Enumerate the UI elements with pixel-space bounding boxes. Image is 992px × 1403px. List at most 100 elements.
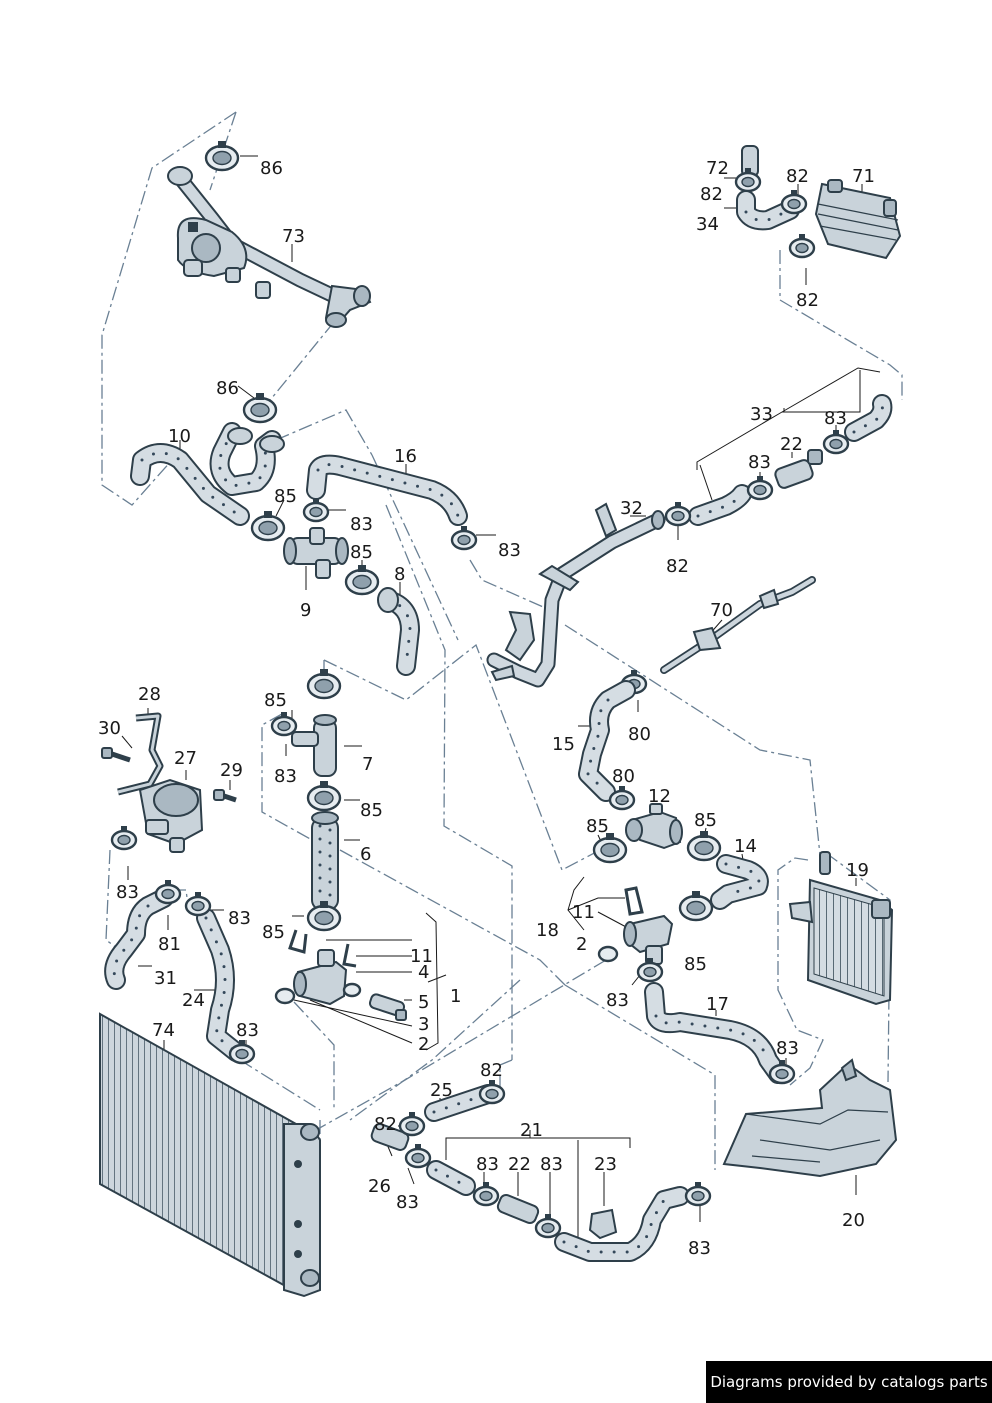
callout-26: 26 <box>368 1176 391 1197</box>
hose-8 <box>377 587 420 676</box>
clamp-83-21a <box>472 1180 500 1207</box>
connector-26 <box>370 1123 410 1151</box>
callout-83-k: 83 <box>396 1192 419 1213</box>
callout-83-g: 83 <box>228 908 251 929</box>
hose-10 <box>130 422 285 526</box>
callout-22-lower: 22 <box>508 1154 531 1175</box>
clamp-82-32 <box>664 500 692 527</box>
clamp-83-21b <box>534 1212 562 1239</box>
callout-11-right: 11 <box>572 902 595 923</box>
bracket-28 <box>117 712 164 796</box>
t-piece-1 <box>293 949 348 1006</box>
callout-85-a: 85 <box>274 486 297 507</box>
callout-83-j: 83 <box>776 1038 799 1059</box>
radiator-74 <box>99 1012 321 1298</box>
callout-83-b: 83 <box>498 540 521 561</box>
t-piece-7 <box>291 714 337 777</box>
callout-83-a: 83 <box>350 514 373 535</box>
callout-8: 8 <box>394 564 405 585</box>
seal-2-left <box>274 987 296 1005</box>
callout-83-f: 83 <box>116 882 139 903</box>
coolant-flange-73 <box>167 166 372 328</box>
callout-23: 23 <box>594 1154 617 1175</box>
callout-82-b: 82 <box>700 184 723 205</box>
hose-6 <box>311 811 339 911</box>
clamp-83-26 <box>404 1142 432 1169</box>
callout-83-h: 83 <box>236 1020 259 1041</box>
clamp-86-top <box>204 139 240 172</box>
callout-30: 30 <box>98 718 121 739</box>
clamp-85-upper-left <box>250 509 286 542</box>
callout-12: 12 <box>648 786 671 807</box>
sensor-5 <box>368 993 407 1021</box>
footer-credit: Diagrams provided by catalogs parts <box>706 1361 992 1403</box>
hose-33 <box>688 394 893 526</box>
clamp-82-26 <box>398 1110 426 1137</box>
seal-2-right <box>597 945 619 963</box>
oil-cooler-71 <box>814 179 902 260</box>
callout-83-m: 83 <box>540 1154 563 1175</box>
callout-29: 29 <box>220 760 243 781</box>
callout-73: 73 <box>282 226 305 247</box>
callout-4: 4 <box>418 962 429 983</box>
callout-2-left: 2 <box>418 1034 429 1055</box>
clamp-83-upper <box>302 496 330 523</box>
hose-34 <box>736 190 800 231</box>
callout-25: 25 <box>430 1080 453 1101</box>
leader-lines <box>121 155 881 1238</box>
clamp-85-center-mid <box>306 779 342 812</box>
hose-14 <box>710 854 769 910</box>
hose-16 <box>306 454 468 526</box>
callout-31: 31 <box>154 968 177 989</box>
clamp-82-71 <box>788 232 816 259</box>
callout-86-lower: 86 <box>216 378 239 399</box>
hose-21b <box>554 1186 690 1262</box>
bracket-11-left <box>288 929 357 968</box>
callout-82-c: 82 <box>796 290 819 311</box>
seal-4 <box>342 982 362 998</box>
clamp-83-21c <box>684 1180 712 1207</box>
callout-17: 17 <box>706 994 729 1015</box>
callout-83-e: 83 <box>274 766 297 787</box>
hose-17 <box>644 982 788 1084</box>
callout-85-c: 85 <box>694 810 717 831</box>
callout-28: 28 <box>138 684 161 705</box>
hose-15 <box>578 680 636 802</box>
callout-22-upper: 22 <box>780 434 803 455</box>
callout-34: 34 <box>696 214 719 235</box>
callout-9: 9 <box>300 600 311 621</box>
callout-82-f: 82 <box>374 1114 397 1135</box>
callout-82-e: 82 <box>480 1060 503 1081</box>
clamp-85-top-center <box>306 667 342 700</box>
connector-22-lower <box>496 1193 540 1225</box>
clamp-85-14 <box>678 889 714 922</box>
clamp-83-hose16 <box>450 524 478 551</box>
callout-80-b: 80 <box>612 766 635 787</box>
callout-72: 72 <box>706 158 729 179</box>
clamp-85-middle <box>344 563 380 596</box>
bracket-11-right <box>624 886 644 916</box>
callout-85-h: 85 <box>684 954 707 975</box>
callout-18: 18 <box>536 920 559 941</box>
callout-70: 70 <box>710 600 733 621</box>
bolt-30 <box>101 747 131 763</box>
pipe-70 <box>660 576 816 674</box>
callout-2-right: 2 <box>576 934 587 955</box>
t-piece-18 <box>623 914 674 965</box>
callout-24: 24 <box>182 990 205 1011</box>
callout-labels: 86 73 86 10 85 83 16 83 9 85 8 72 82 82 … <box>98 158 875 1259</box>
callout-19: 19 <box>846 860 869 881</box>
callout-11-left: 11 <box>410 946 433 967</box>
pipe-32 <box>486 502 666 688</box>
connector-12 <box>625 803 683 850</box>
callout-82-a: 82 <box>786 166 809 187</box>
callout-74: 74 <box>152 1020 175 1041</box>
clamp-86-lower <box>242 391 278 424</box>
callout-16: 16 <box>394 446 417 467</box>
callout-85-d: 85 <box>586 816 609 837</box>
callout-83-c: 83 <box>824 408 847 429</box>
callout-5: 5 <box>418 992 429 1013</box>
clamp-83-pump <box>110 824 138 851</box>
callout-86-top: 86 <box>260 158 283 179</box>
hose-31 <box>104 888 174 990</box>
